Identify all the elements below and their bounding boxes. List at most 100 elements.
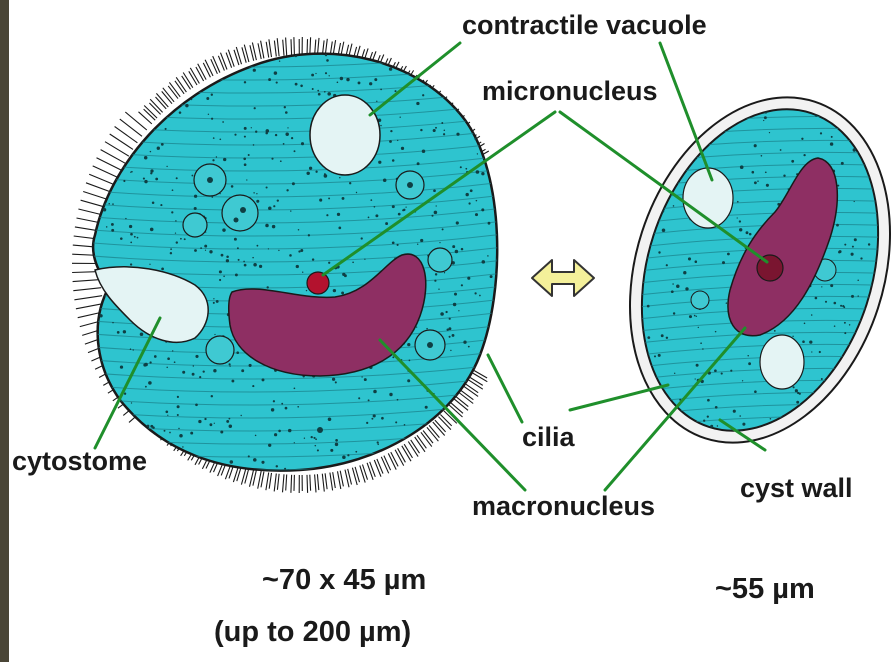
granule <box>124 83 127 86</box>
cilium <box>236 47 241 64</box>
granule <box>211 94 213 96</box>
granule <box>142 84 146 88</box>
granule <box>300 85 303 88</box>
granule <box>175 232 176 233</box>
granule <box>783 175 785 177</box>
granule <box>216 156 217 157</box>
granule <box>325 54 327 56</box>
granule <box>438 288 439 289</box>
granule <box>793 386 795 388</box>
granule <box>748 362 751 365</box>
granule <box>213 369 216 372</box>
granule <box>208 114 209 115</box>
granule <box>683 271 686 274</box>
granule <box>156 89 159 92</box>
granule <box>691 452 694 455</box>
cilium <box>294 37 295 55</box>
granule <box>206 76 208 78</box>
granule <box>727 253 730 256</box>
granule <box>177 414 179 416</box>
granule <box>819 351 821 353</box>
granule <box>144 363 148 367</box>
cilium <box>370 462 376 477</box>
granule <box>490 351 493 354</box>
granule <box>488 222 491 225</box>
granule <box>109 57 112 60</box>
granule <box>98 101 99 102</box>
granule <box>179 463 180 464</box>
granule <box>836 224 839 227</box>
granule <box>271 408 274 411</box>
granule <box>108 203 109 204</box>
granule <box>99 441 101 443</box>
granule <box>338 227 341 230</box>
granule <box>658 354 661 357</box>
granule <box>507 131 510 134</box>
granule <box>404 62 406 64</box>
granule <box>656 458 659 461</box>
granule <box>294 387 296 389</box>
granule <box>500 340 502 342</box>
granule <box>499 235 502 238</box>
granule <box>212 159 214 161</box>
granule <box>470 189 473 192</box>
granule <box>358 397 360 399</box>
granule <box>468 202 470 204</box>
granule <box>120 365 123 368</box>
granule <box>248 154 250 156</box>
granule <box>130 233 133 236</box>
granule <box>90 150 92 152</box>
granule <box>402 209 404 211</box>
cilium <box>291 39 292 55</box>
granule <box>435 127 437 129</box>
granule <box>366 422 368 424</box>
granule <box>286 189 288 191</box>
granule <box>397 399 399 401</box>
granule <box>300 249 303 252</box>
granule <box>223 276 225 278</box>
granule <box>328 262 330 264</box>
granule <box>668 95 669 96</box>
granule <box>330 449 333 452</box>
granule <box>878 441 880 443</box>
granule <box>147 425 150 428</box>
granule <box>658 251 660 253</box>
granule <box>371 418 373 420</box>
granule <box>298 250 300 252</box>
granule <box>276 465 278 467</box>
granule <box>780 149 782 151</box>
granule <box>149 264 150 265</box>
granule <box>174 361 176 363</box>
granule <box>185 104 188 107</box>
granule <box>364 378 367 381</box>
granule <box>298 229 300 231</box>
granule <box>851 253 854 256</box>
granule <box>823 429 826 432</box>
granule <box>407 343 410 346</box>
granule <box>456 133 459 136</box>
granule <box>256 245 258 247</box>
granule <box>112 203 114 205</box>
granule <box>770 418 772 420</box>
granule <box>854 201 855 202</box>
granule <box>398 213 401 216</box>
granule <box>460 434 463 437</box>
granule <box>244 163 247 166</box>
granule <box>440 312 444 316</box>
granule <box>370 199 372 201</box>
granule <box>229 425 232 428</box>
granule <box>97 111 99 113</box>
granule <box>377 444 379 446</box>
granule <box>143 178 145 180</box>
granule <box>92 402 95 405</box>
granule <box>867 354 869 356</box>
granule <box>804 323 806 325</box>
granule <box>226 255 229 258</box>
granule <box>496 404 500 408</box>
cyst-size: ~55 µm <box>715 575 815 604</box>
granule <box>190 432 193 435</box>
granule <box>213 302 215 304</box>
granule <box>114 110 115 111</box>
granule <box>203 370 205 372</box>
